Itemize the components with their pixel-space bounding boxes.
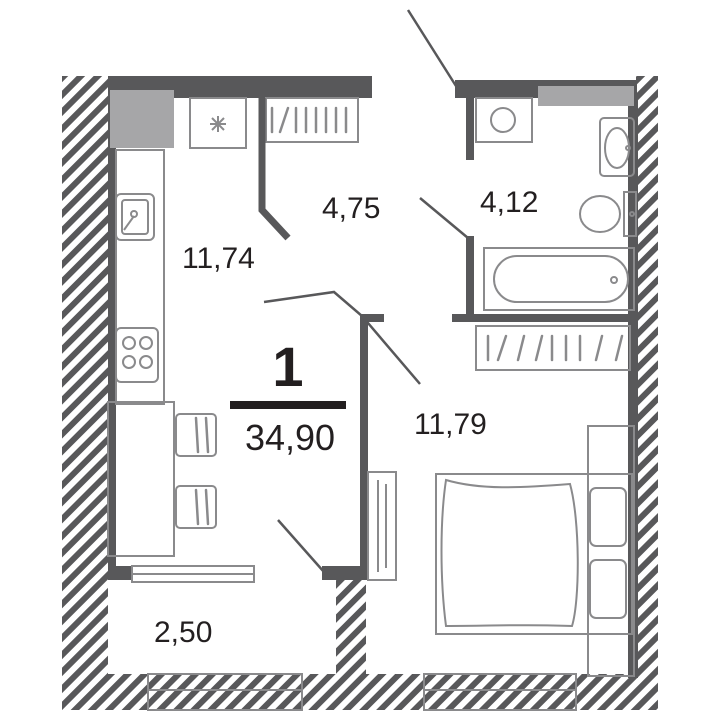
- window-bottom-right: [423, 673, 577, 711]
- bed-icon: [435, 473, 633, 635]
- balcony-door: [277, 519, 325, 573]
- dining-table: [107, 401, 217, 557]
- exterior-wall-left: [62, 76, 108, 710]
- wall-bedroom-stub: [360, 314, 384, 322]
- rooms-divider: [230, 401, 346, 409]
- chair-icon: [175, 485, 217, 529]
- washbasin-icon: [599, 117, 635, 177]
- bathtub-icon: [483, 247, 635, 311]
- area-bedroom: 11,79: [414, 408, 487, 441]
- kitchen-partition: [258, 98, 291, 241]
- sink-icon: [115, 193, 155, 241]
- wall-bath-left: [466, 80, 474, 160]
- fridge-icon: [189, 97, 247, 149]
- washing-machine-icon: [475, 97, 533, 143]
- area-kitchen-living: 11,74: [182, 242, 255, 275]
- rooms-count: 1: [272, 335, 303, 398]
- ventilation-block-right: [538, 86, 634, 106]
- chair-icon: [175, 413, 217, 457]
- total-area: 34,90: [245, 417, 335, 458]
- tv-stand-icon: [367, 471, 397, 581]
- bedroom-door: [263, 290, 421, 385]
- entrance-door: [406, 9, 458, 87]
- wall-balcony-top-left: [108, 566, 132, 580]
- wall-balcony-top-right: [322, 566, 368, 580]
- radiator-bedroom-icon: [475, 325, 631, 371]
- interior-walls: [108, 76, 638, 678]
- kitchen-counter: [115, 149, 165, 405]
- area-balcony: 2,50: [154, 616, 212, 649]
- stove-icon: [115, 327, 159, 383]
- wall-bath-door-jamb: [466, 236, 474, 322]
- bathroom-door: [419, 197, 469, 239]
- toilet-icon: [579, 191, 637, 237]
- balcony-window: [131, 565, 255, 583]
- ventilation-block-left: [110, 90, 174, 148]
- wall-left-segment: [108, 98, 116, 568]
- wall-bedroom-left: [360, 316, 368, 576]
- window-bottom-left: [147, 673, 303, 711]
- area-bathroom: 4,12: [480, 186, 538, 219]
- wall-right-segment: [628, 98, 638, 678]
- wall-bath-bottom: [452, 314, 638, 322]
- exterior-wall-right: [636, 76, 658, 710]
- radiator-kitchen-icon: [265, 97, 359, 143]
- wardrobe-icon: [587, 425, 635, 677]
- area-hallway: 4,75: [322, 192, 380, 225]
- exterior-wall-balcony-right: [336, 576, 366, 710]
